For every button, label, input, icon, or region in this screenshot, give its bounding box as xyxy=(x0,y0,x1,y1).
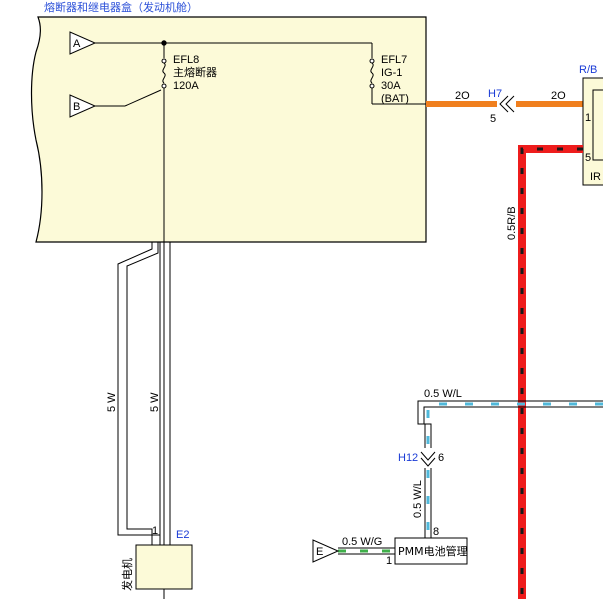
wg-wire xyxy=(338,547,395,555)
rb-wire xyxy=(518,145,583,599)
svg-text:E: E xyxy=(316,546,323,558)
w-left-label: 5 W xyxy=(106,392,118,412)
internal-bus xyxy=(161,40,426,242)
rb-top-label: R/B xyxy=(579,64,597,76)
efl7-name: EFL7 xyxy=(381,54,407,66)
h12-name: H12 xyxy=(398,452,418,464)
fuse-relay-box xyxy=(30,16,427,243)
orange-wire-label-right: 2O xyxy=(551,90,566,102)
generator-label: 发电机 xyxy=(120,558,134,591)
svg-text:B: B xyxy=(73,101,80,113)
efl7-extra: (BAT) xyxy=(381,93,409,105)
right-pin-5: 5 xyxy=(585,152,591,164)
pmm-label: PMM电池管理 xyxy=(398,544,468,558)
e2-pin: 1 xyxy=(152,525,158,537)
terminal-a: A xyxy=(69,31,163,55)
h12-pin: 6 xyxy=(438,452,444,464)
right-pin-1: 1 xyxy=(585,112,591,124)
orange-wire-label-left: 2O xyxy=(455,90,470,102)
svg-text:A: A xyxy=(73,38,81,50)
wl-vertical-label: 0.5 W/L xyxy=(412,480,424,518)
w-wires xyxy=(117,242,171,545)
h7-pin: 5 xyxy=(490,113,496,125)
pmm-pin-left: 1 xyxy=(386,555,392,567)
right-component xyxy=(582,77,603,186)
h7-connector xyxy=(499,95,515,113)
efl7-desc: IG-1 xyxy=(381,67,402,79)
efl7-rating: 30A xyxy=(381,80,401,92)
e2-name: E2 xyxy=(176,529,189,541)
w-right-label: 5 W xyxy=(149,392,161,412)
fuse-box-title: 熔断器和继电器盒（发动机舱） xyxy=(44,0,198,14)
wl-horizontal-label: 0.5 W/L xyxy=(424,388,462,400)
pmm-module xyxy=(394,537,468,565)
ground-e: E xyxy=(312,539,340,563)
terminal-b: B xyxy=(69,89,162,118)
efl8-name: EFL8 xyxy=(173,54,199,66)
pmm-pin-top: 8 xyxy=(433,526,439,538)
efl8-desc: 主熔断器 xyxy=(173,65,217,79)
wg-label: 0.5 W/G xyxy=(342,536,382,548)
efl8-rating: 120A xyxy=(173,80,199,92)
h7-name: H7 xyxy=(488,88,502,100)
h12-connector xyxy=(420,451,436,467)
generator-box xyxy=(135,544,193,590)
wl-wire xyxy=(417,400,603,538)
rb-vertical-label: 0.5R/B xyxy=(506,206,518,240)
right-component-label: IR xyxy=(590,171,601,183)
